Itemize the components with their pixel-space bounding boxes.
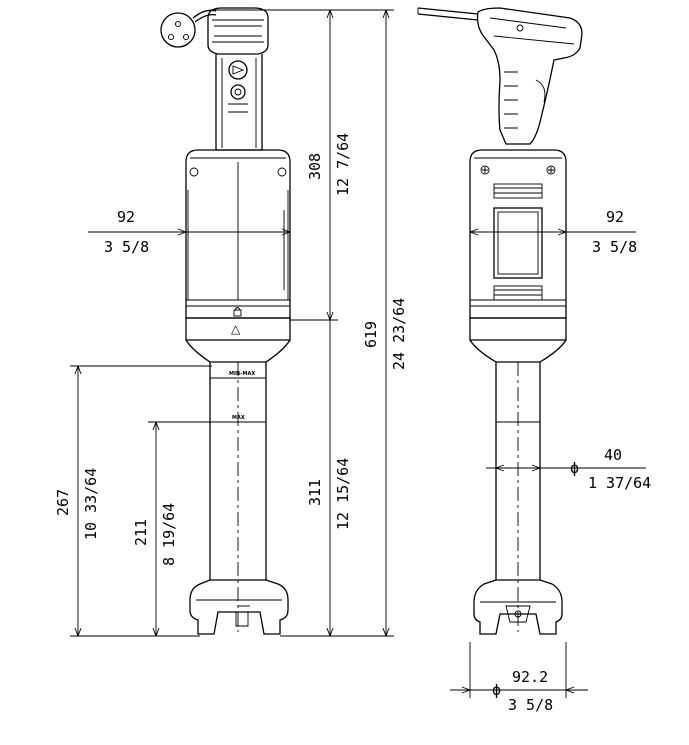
svg-text:8 19/64: 8 19/64: [160, 503, 178, 566]
svg-text:3 5/8: 3 5/8: [592, 238, 637, 256]
svg-text:24 23/64: 24 23/64: [390, 298, 408, 370]
svg-text:12 7/64: 12 7/64: [334, 133, 352, 196]
svg-text:3 5/8: 3 5/8: [104, 238, 149, 256]
front-view: △ MIN–MAX MAX: [160, 7, 291, 635]
dim-max-immersion: 267 10 33/64: [54, 468, 100, 540]
motor-body-side: [469, 149, 567, 363]
svg-text:308: 308: [306, 153, 324, 180]
svg-text:92: 92: [117, 208, 135, 226]
handle-front: [207, 7, 269, 151]
svg-text:12 15/64: 12 15/64: [334, 458, 352, 530]
svg-text:1 37/64: 1 37/64: [588, 474, 651, 492]
shaft-mark-min-max: MIN–MAX: [229, 371, 255, 377]
dim-bell-diameter: ϕ 92.2 3 5/8: [492, 668, 553, 714]
dim-shaft-length: 311 12 15/64: [306, 458, 352, 530]
svg-text:211: 211: [132, 519, 150, 546]
handle-side: [476, 7, 583, 145]
svg-text:92.2: 92.2: [512, 668, 548, 686]
dim-width-right: 92 3 5/8: [592, 208, 637, 256]
triangle-symbol: △: [231, 322, 241, 336]
motor-body-front: △: [185, 149, 291, 363]
dim-shaft-diameter: ϕ 40 1 37/64: [570, 446, 651, 492]
side-view: [417, 7, 583, 635]
svg-text:267: 267: [54, 489, 72, 516]
bell-side: [473, 579, 563, 635]
svg-text:311: 311: [306, 479, 324, 506]
cable-side: [417, 7, 479, 21]
power-plug: [160, 9, 217, 48]
svg-text:ϕ: ϕ: [570, 459, 579, 477]
svg-text:3 5/8: 3 5/8: [508, 696, 553, 714]
shaft-side: [495, 362, 541, 632]
svg-text:ϕ: ϕ: [492, 681, 501, 699]
svg-text:10 33/64: 10 33/64: [82, 468, 100, 540]
speed-button-icon: [230, 84, 246, 100]
dim-overall-height: 619 24 23/64: [362, 298, 408, 370]
bell-front: [189, 579, 289, 635]
shaft-front: MIN–MAX MAX: [209, 362, 267, 632]
svg-text:92: 92: [606, 208, 624, 226]
svg-text:619: 619: [362, 321, 380, 348]
dim-motor-height: 308 12 7/64: [306, 133, 352, 196]
dim-width-left: 92 3 5/8: [104, 208, 149, 256]
start-button-icon: [228, 60, 248, 80]
svg-text:40: 40: [604, 446, 622, 464]
dim-min-immersion: 211 8 19/64: [132, 503, 178, 566]
